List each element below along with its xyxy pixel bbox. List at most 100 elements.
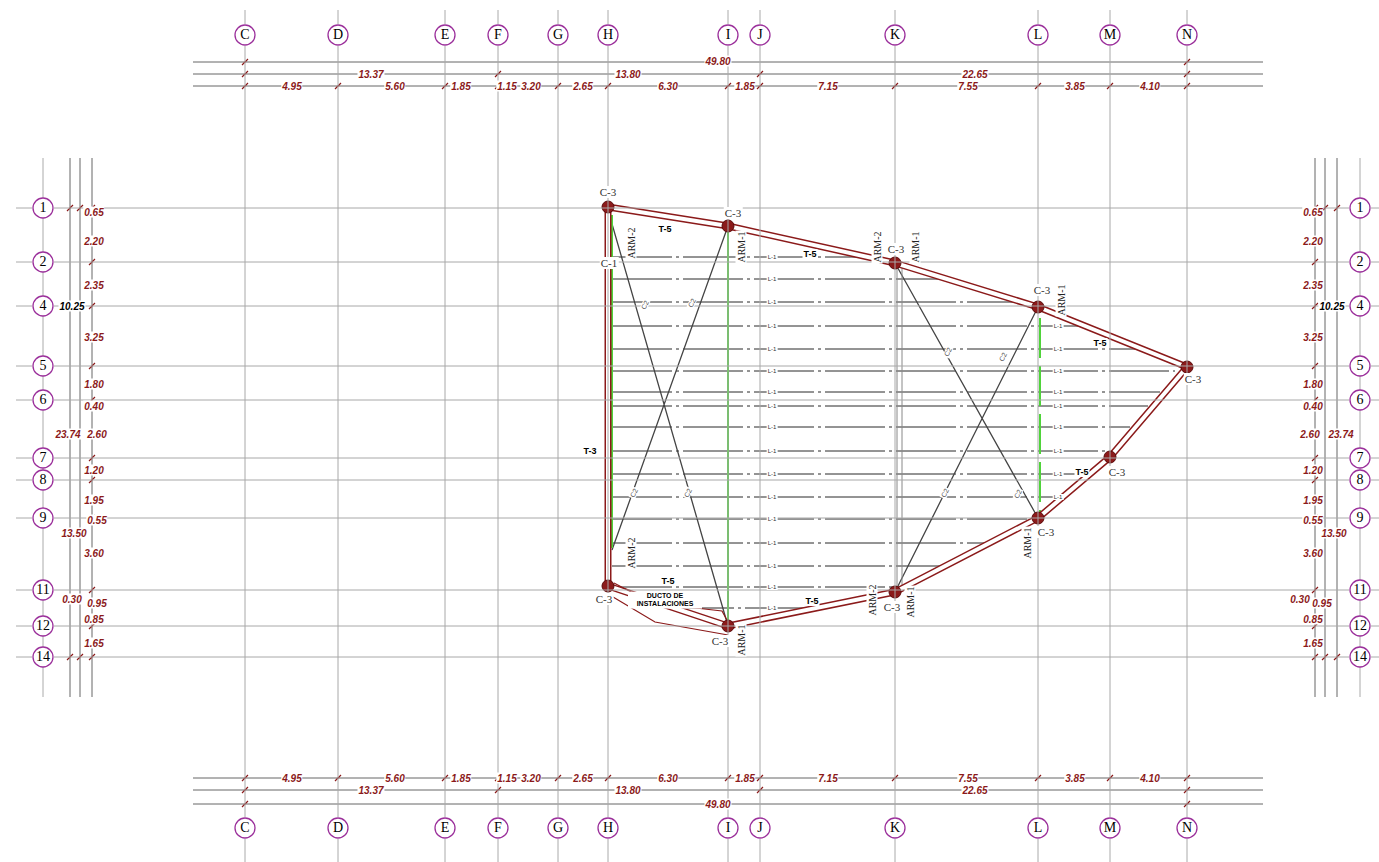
dimension: 2.20 [83,236,104,247]
grid-label: H [603,821,613,835]
grid-bubble-circle [1350,616,1370,636]
joist-tag: L-1 [767,563,778,569]
column-tag: C-3 [1037,526,1056,538]
grid-bubble: 11 [32,579,54,601]
grid-line-stroke [54,590,1349,591]
dimension: 2.35 [83,280,104,291]
beam-green [612,215,728,620]
grid-bubble-text: C [234,24,256,46]
reinforcement-tag: ARM-1 [1056,283,1067,316]
grid-bubble-text: 11 [32,579,54,601]
grid-bubble-circle [598,818,618,838]
grid-label: J [757,28,762,42]
grid-label: 9 [1357,511,1364,525]
grid-line-stroke [54,208,1349,209]
dimension: 7.55 [957,773,978,784]
joist-tag: L-1 [767,389,778,395]
grid-label: 14 [36,650,50,664]
grid-line-stroke [54,306,1349,307]
dimension: 0.95 [1311,598,1332,609]
grid-label: 11 [1353,583,1366,597]
dimension: 1.20 [1302,465,1323,476]
grid-bubble: F [487,24,509,46]
grid-label: L [1034,821,1043,835]
grid-label: 7 [1357,451,1364,465]
grid-bubble: 1 [1349,197,1371,219]
grid-stub [245,839,1187,862]
grid-line-stroke [1038,46,1039,817]
grid-bubble: I [717,817,739,839]
grid-bubble-circle [1350,508,1370,528]
grid-bubble: M [1099,817,1121,839]
dimension: 1.65 [83,638,104,649]
grid-bubble: 9 [1349,507,1371,529]
grid-label: 6 [1357,393,1364,407]
dimension: 13.80 [614,785,641,796]
brace-tag: C2 [940,487,951,500]
reinforcement-tag: ARM-1 [736,623,747,656]
grid-label: K [890,821,900,835]
grid-bubble-circle [33,252,53,272]
column-tag: C-3 [599,186,618,198]
joist-tag: L-1 [1053,389,1064,395]
dimension: 3.25 [1302,332,1323,343]
beam-double [897,268,902,590]
grid-bubble-circle [1350,390,1370,410]
reinforcement-tag: ARM-2 [626,226,637,259]
grid-label: 1 [40,201,47,215]
grid-bubble-circle [750,25,770,45]
grid-bubble-circle [1100,25,1120,45]
grid-stub [16,208,32,657]
slab-outline [608,207,1187,626]
grid-bubble-circle [33,448,53,468]
grid-bubble-circle [435,818,455,838]
grid-bubble-circle [1350,647,1370,667]
grid-line-stroke [1110,46,1111,817]
dimension: 13.80 [614,69,641,80]
joist-tag: L-1 [767,516,778,522]
grid-bubble: G [547,24,569,46]
grid-bubble-circle [718,25,738,45]
grid-bubble-circle [598,25,618,45]
dimension: 1.15 [496,81,517,92]
dimension: 13.37 [357,69,384,80]
dimension: 1.85 [734,81,755,92]
grid-label: F [494,28,502,42]
dimension: 1.65 [1302,638,1323,649]
joist-tag: L-1 [767,346,778,352]
grid-label: M [1104,28,1116,42]
grid-bubble-text: 5 [32,355,54,377]
grid-bubble-circle [1028,818,1048,838]
beam-tag: T-5 [1074,467,1089,477]
grid-bubble: 6 [32,389,54,411]
grid-bubble-text: L [1027,24,1049,46]
grid-bubble-circle [1350,198,1370,218]
column-tag: C-3 [883,601,902,613]
joist-tag: L-1 [1053,424,1064,430]
joist-line [612,257,1175,608]
grid-bubble-text: H [597,24,619,46]
grid-bubble-text: 2 [1349,251,1371,273]
dimension: 3.20 [520,773,541,784]
grid-bubble: M [1099,24,1121,46]
grid-bubble: 9 [32,507,54,529]
joist-tag: L-1 [1053,403,1064,409]
grid-bubble-circle [33,470,53,490]
grid-label: 2 [40,255,47,269]
grid-bubble: 12 [32,615,54,637]
grid-bubble-text: K [884,24,906,46]
joist-tag: L-1 [1053,346,1064,352]
grid-line-stroke [245,46,246,817]
grid-label: G [553,28,563,42]
reinforcement-tag: ARM-2 [872,230,883,263]
grid-bubble-text: 1 [32,197,54,219]
grid-bubble-text: E [434,817,456,839]
grid-bubble-text: 12 [32,615,54,637]
grid-bubble-text: N [1176,24,1198,46]
grid-bubble: 5 [32,355,54,377]
grid-line [498,46,499,817]
joist-tag: L-1 [767,605,778,611]
dimension: 1.95 [1302,495,1323,506]
grid-line [245,46,246,817]
dimension: 6.30 [657,773,678,784]
